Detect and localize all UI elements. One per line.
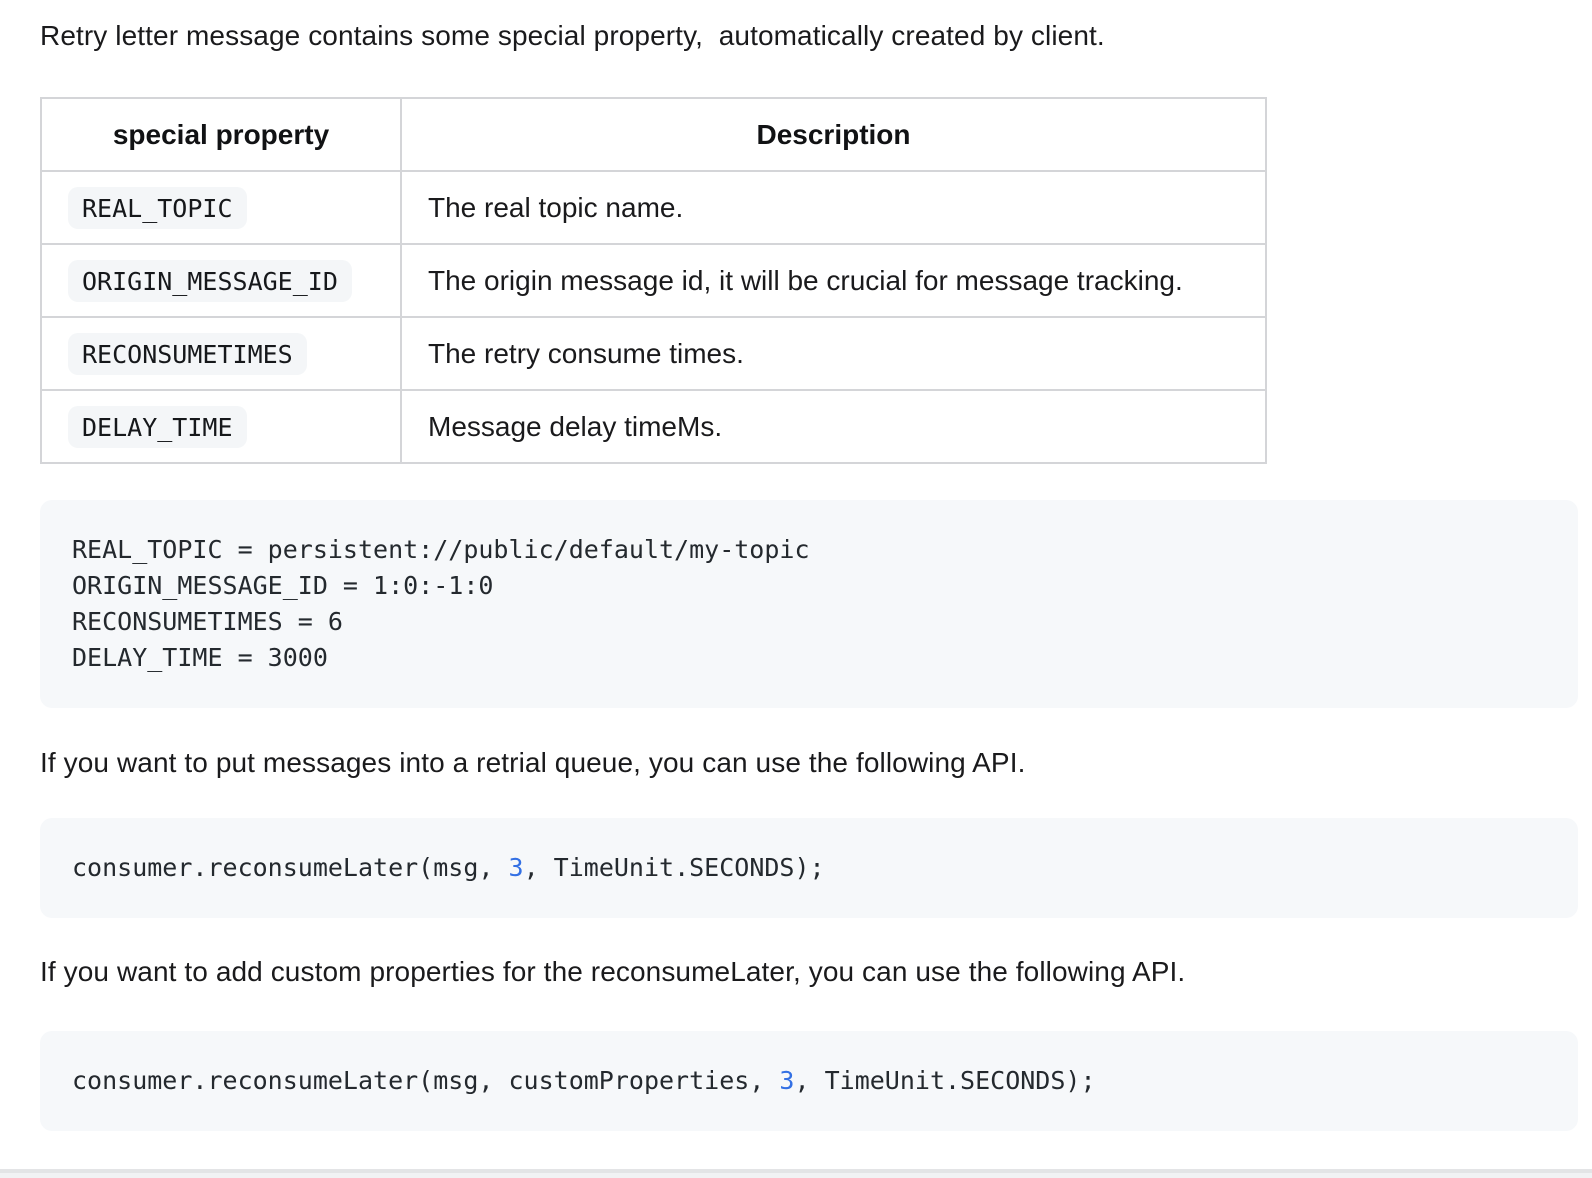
column-header-special-property: special property <box>40 97 402 172</box>
divider-dark-strip <box>0 1169 1592 1173</box>
code-line: DELAY_TIME = 3000 <box>72 643 328 672</box>
code-content: consumer.reconsumeLater(msg, customPrope… <box>72 1066 1096 1095</box>
code-line: ORIGIN_MESSAGE_ID = 1:0:-1:0 <box>72 571 494 600</box>
description-cell: The retry consume times. <box>400 316 1267 391</box>
code-block-special-properties: REAL_TOPIC = persistent://public/default… <box>40 500 1578 708</box>
page-bottom-divider <box>0 1169 1592 1178</box>
code-number-literal: 3 <box>508 853 524 882</box>
table-row: RECONSUMETIMES The retry consume times. <box>40 316 1267 391</box>
column-header-description: Description <box>400 97 1267 172</box>
code-text: , TimeUnit.SECONDS); <box>794 1066 1096 1095</box>
inline-code-chip: RECONSUMETIMES <box>68 332 307 375</box>
code-content: consumer.reconsumeLater(msg, 3, TimeUnit… <box>72 853 825 882</box>
inline-code-chip: REAL_TOPIC <box>68 186 247 229</box>
code-block-reconsume-later: consumer.reconsumeLater(msg, 3, TimeUnit… <box>40 818 1578 918</box>
property-cell: DELAY_TIME <box>40 389 402 464</box>
special-properties-table: special property Description REAL_TOPIC … <box>40 97 1267 464</box>
description-cell: Message delay timeMs. <box>400 389 1267 464</box>
article-content: Retry letter message contains some speci… <box>40 20 1578 1131</box>
paragraph-retrial-api: If you want to put messages into a retri… <box>40 747 1026 778</box>
property-cell: REAL_TOPIC <box>40 170 402 245</box>
description-cell: The origin message id, it will be crucia… <box>400 243 1267 318</box>
divider-light-strip <box>0 1173 1592 1178</box>
property-cell: ORIGIN_MESSAGE_ID <box>40 243 402 318</box>
inline-code-chip: DELAY_TIME <box>68 405 247 448</box>
description-cell: The real topic name. <box>400 170 1267 245</box>
code-text: consumer.reconsumeLater(msg, <box>72 853 509 882</box>
code-text: consumer.reconsumeLater(msg, customPrope… <box>72 1066 780 1095</box>
table-row: DELAY_TIME Message delay timeMs. <box>40 389 1267 464</box>
code-content: REAL_TOPIC = persistent://public/default… <box>72 532 1546 676</box>
code-line: REAL_TOPIC = persistent://public/default… <box>72 535 810 564</box>
code-number-literal: 3 <box>779 1066 795 1095</box>
code-line: RECONSUMETIMES = 6 <box>72 607 343 636</box>
property-cell: RECONSUMETIMES <box>40 316 402 391</box>
code-text: , TimeUnit.SECONDS); <box>523 853 825 882</box>
table-row: REAL_TOPIC The real topic name. <box>40 170 1267 245</box>
intro-paragraph: Retry letter message contains some speci… <box>40 20 1105 51</box>
code-block-reconsume-later-custom: consumer.reconsumeLater(msg, customPrope… <box>40 1031 1578 1131</box>
inline-code-chip: ORIGIN_MESSAGE_ID <box>68 259 352 302</box>
paragraph-custom-properties: If you want to add custom properties for… <box>40 956 1186 987</box>
table-row: ORIGIN_MESSAGE_ID The origin message id,… <box>40 243 1267 318</box>
table-header-row: special property Description <box>40 97 1267 172</box>
